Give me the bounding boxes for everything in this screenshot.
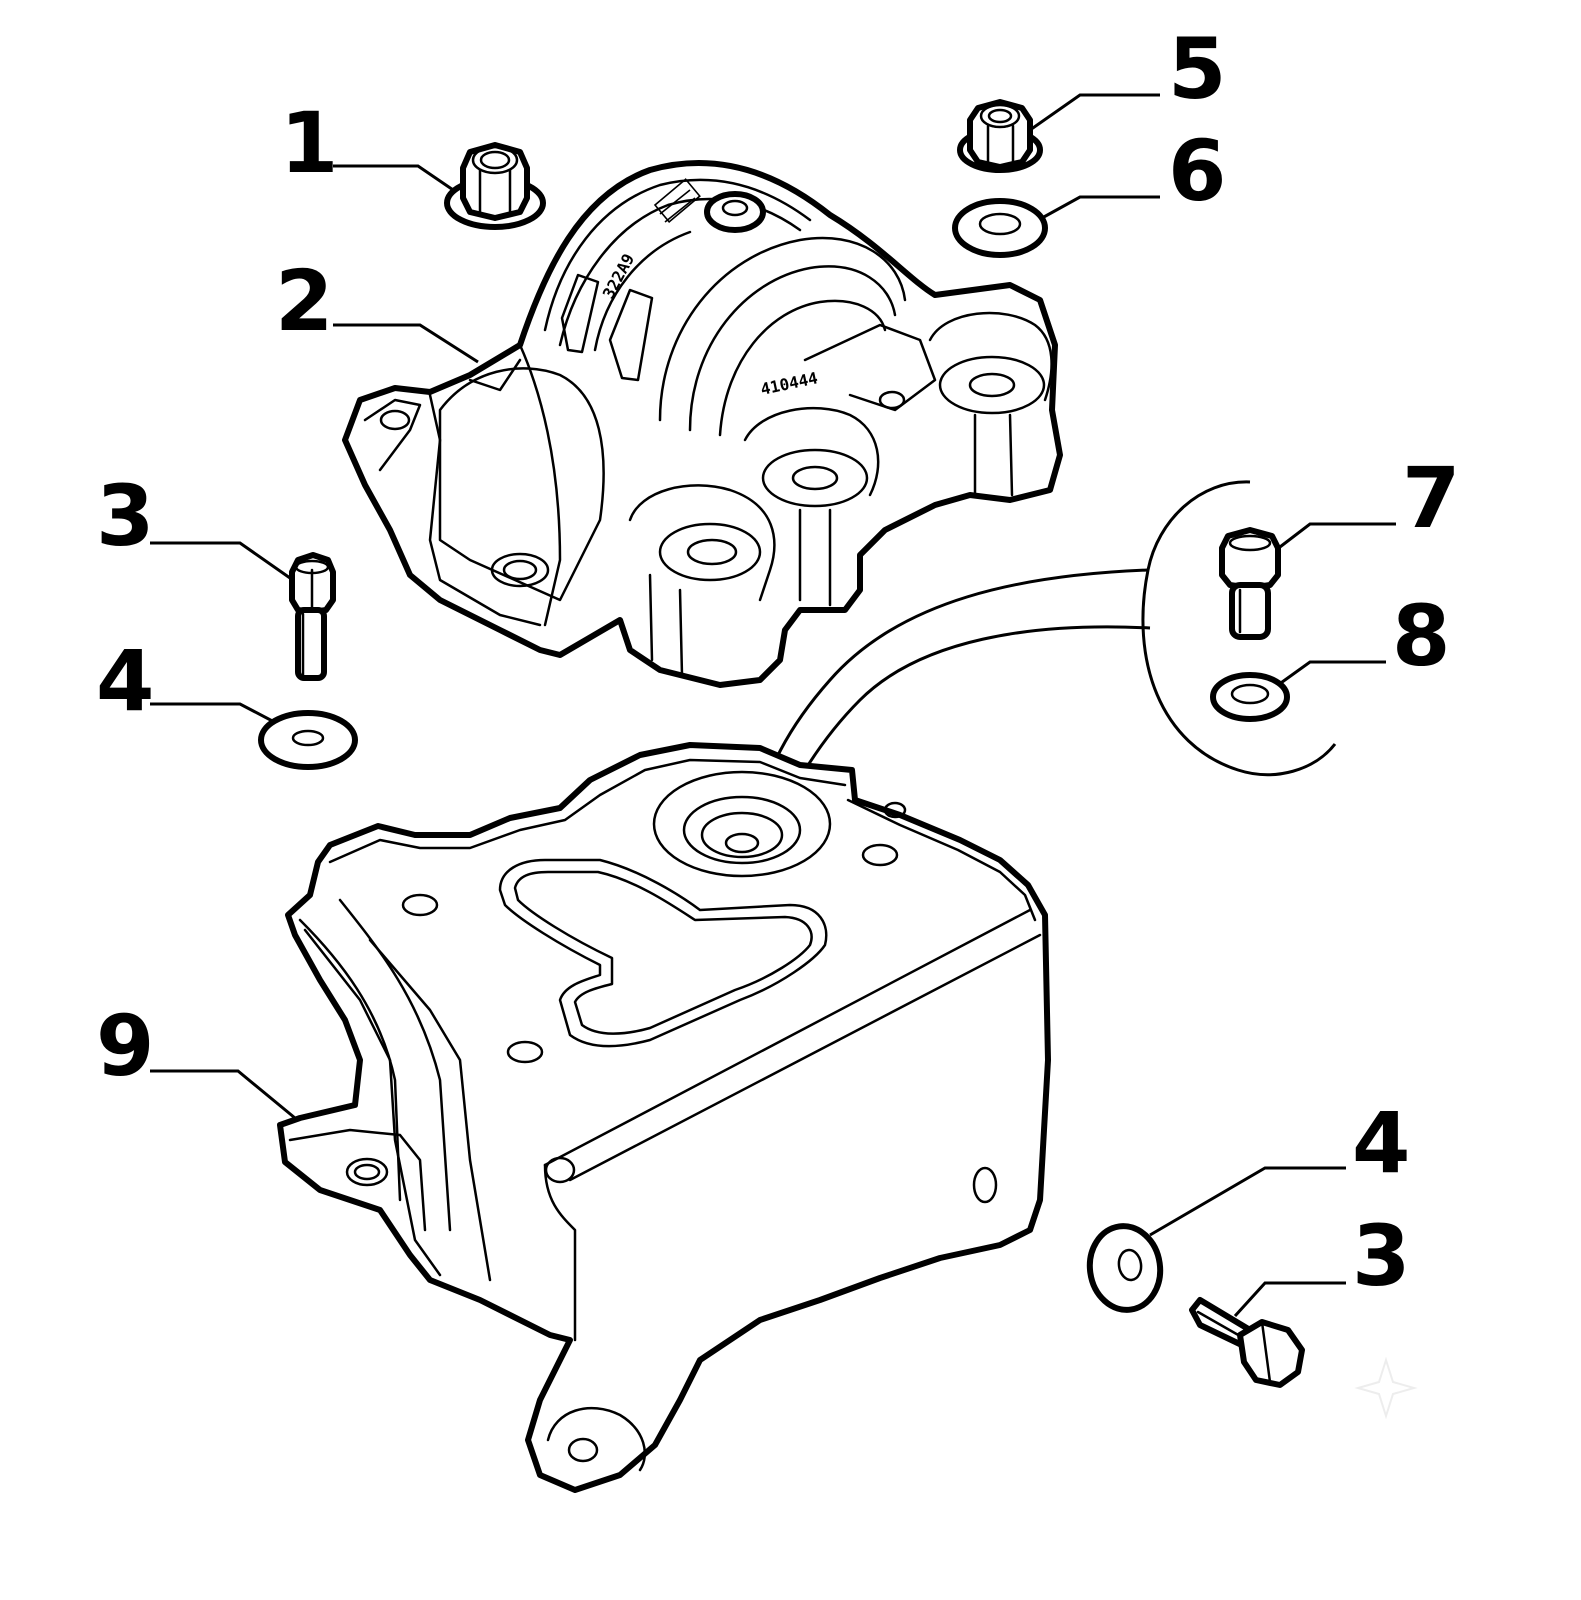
callout-4-upper: 4 [96, 632, 154, 730]
leader-8 [1277, 660, 1386, 687]
part-8-washer [1210, 672, 1290, 722]
callout-4-lower: 4 [1352, 1094, 1410, 1192]
part-1-flanged-nut [444, 142, 546, 230]
sparkle-watermark-icon [1354, 1356, 1418, 1420]
qr-grid-marking [653, 178, 701, 223]
callout-1: 1 [280, 94, 338, 192]
leader-4-upper [150, 702, 281, 727]
leader-4-lower [1149, 1166, 1346, 1237]
part-5-flanged-nut [957, 99, 1043, 173]
part-7-bolt [1219, 527, 1281, 640]
callout-7: 7 [1402, 449, 1460, 547]
part-3-bolt-upper [289, 552, 336, 681]
callout-5: 5 [1168, 20, 1226, 118]
callout-2: 2 [275, 252, 333, 350]
callout-8: 8 [1392, 587, 1450, 685]
part-9-bracket [277, 742, 1051, 1493]
callout-3-upper: 3 [96, 467, 154, 565]
leader-2 [333, 323, 479, 364]
leader-3-lower [1233, 1281, 1346, 1318]
part-4-washer-lower [1086, 1223, 1164, 1313]
part-4-washer-upper [258, 710, 358, 770]
callout-3-lower: 3 [1352, 1207, 1410, 1305]
part-3-bolt-lower [1189, 1297, 1305, 1388]
leader-1 [333, 164, 463, 198]
mount-lobe-right [928, 311, 1053, 497]
leader-6 [1041, 195, 1160, 220]
leader-3-upper [150, 541, 291, 580]
part-6-washer [952, 198, 1048, 258]
mount-lobe-left [628, 484, 776, 677]
callout-6: 6 [1168, 122, 1226, 220]
leader-lines [150, 93, 1396, 1318]
part-2-engine-mount: 322A9 410444 [342, 160, 1063, 688]
mount-lobe-middle [743, 406, 880, 607]
leader-7 [1275, 522, 1396, 552]
leader-5 [1029, 93, 1160, 132]
leader-9 [150, 1069, 296, 1120]
callout-9: 9 [96, 997, 154, 1095]
